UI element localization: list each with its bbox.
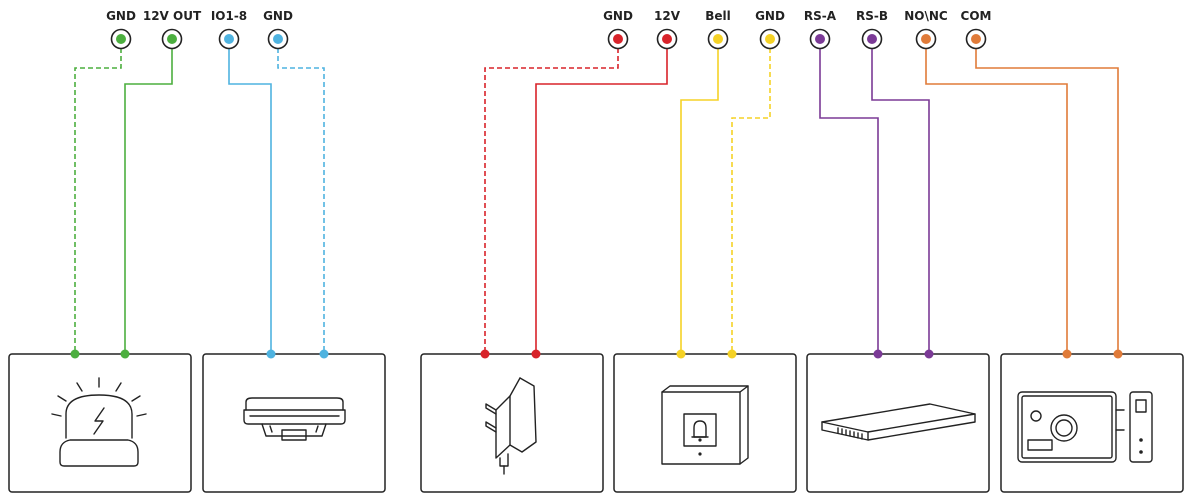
- wire-gnd-siren: [74, 40, 122, 354]
- device-port-dot: [1113, 349, 1123, 359]
- device-box-rs485-reader: [806, 353, 990, 493]
- device-box-power-adapter: [420, 353, 604, 493]
- wire-gnd-doorbell: [731, 40, 771, 354]
- terminal-label-gnd: GND: [755, 9, 785, 23]
- terminal-label-no-nc: NO\NC: [904, 9, 948, 23]
- terminal-dot: [273, 34, 283, 44]
- device-port-dot: [70, 349, 80, 359]
- terminal-label-gnd: GND: [603, 9, 633, 23]
- device-row: [8, 349, 1184, 493]
- device-port-dot: [319, 349, 329, 359]
- device-port-dot: [120, 349, 130, 359]
- terminal-dot: [921, 34, 931, 44]
- terminal-dot: [765, 34, 775, 44]
- device-port-dot: [676, 349, 686, 359]
- reader-pins: [837, 427, 863, 440]
- terminal-dot: [224, 34, 234, 44]
- terminal-label-io: IO1-8: [211, 9, 247, 23]
- power-adapter-icon: [485, 377, 537, 475]
- device-port-dot: [727, 349, 737, 359]
- wire-rsa-reader: [819, 40, 879, 354]
- terminal-label-rs-a: RS-A: [804, 9, 837, 23]
- terminal-label-rs-b: RS-B: [856, 9, 888, 23]
- terminal-label-gnd: GND: [106, 9, 136, 23]
- wire-com-lock: [975, 40, 1119, 354]
- device-port-dot: [873, 349, 883, 359]
- device-port-dot: [1062, 349, 1072, 359]
- device-port-dot: [266, 349, 276, 359]
- wire-gnd-smoke: [277, 40, 325, 354]
- terminal-dot: [971, 34, 981, 44]
- device-box-electric-lock: [1000, 353, 1184, 493]
- wire-gnd-adapter: [484, 40, 619, 354]
- smoke-detector-icon: [243, 397, 346, 441]
- terminal-label-bell: Bell: [705, 9, 731, 23]
- doorbell-button-icon: [661, 385, 749, 465]
- terminal-label-com: COM: [961, 9, 992, 23]
- device-box-siren: [8, 353, 192, 493]
- terminal-dot: [613, 34, 623, 44]
- wire-12vout-siren: [124, 40, 173, 354]
- wire-io-smoke: [228, 40, 272, 354]
- device-port-dot: [480, 349, 490, 359]
- terminal-label-12v: 12V: [654, 9, 681, 23]
- terminal-dot: [867, 34, 877, 44]
- alarm-siren-icon: [51, 377, 147, 467]
- terminal-dot: [815, 34, 825, 44]
- terminal-dot: [116, 34, 126, 44]
- terminal-label-gnd: GND: [263, 9, 293, 23]
- terminal-label-12v-out: 12V OUT: [143, 9, 202, 23]
- rs485-reader-icon: [821, 403, 976, 441]
- device-port-dot: [924, 349, 934, 359]
- wire-rsb-reader: [871, 40, 930, 354]
- electric-lock-icon: [1017, 391, 1153, 463]
- terminal-dot: [713, 34, 723, 44]
- wire-group: [74, 40, 1119, 354]
- terminal-strip: GND 12V OUT IO1-8 GND GND 12V Bell GND R…: [106, 9, 992, 50]
- device-box-smoke-detector: [202, 353, 386, 493]
- wire-nonc-lock: [925, 40, 1068, 354]
- device-port-dot: [531, 349, 541, 359]
- wire-bell-doorbell: [680, 40, 719, 354]
- terminal-dot: [167, 34, 177, 44]
- wire-12v-adapter: [535, 40, 668, 354]
- terminal-dot: [662, 34, 672, 44]
